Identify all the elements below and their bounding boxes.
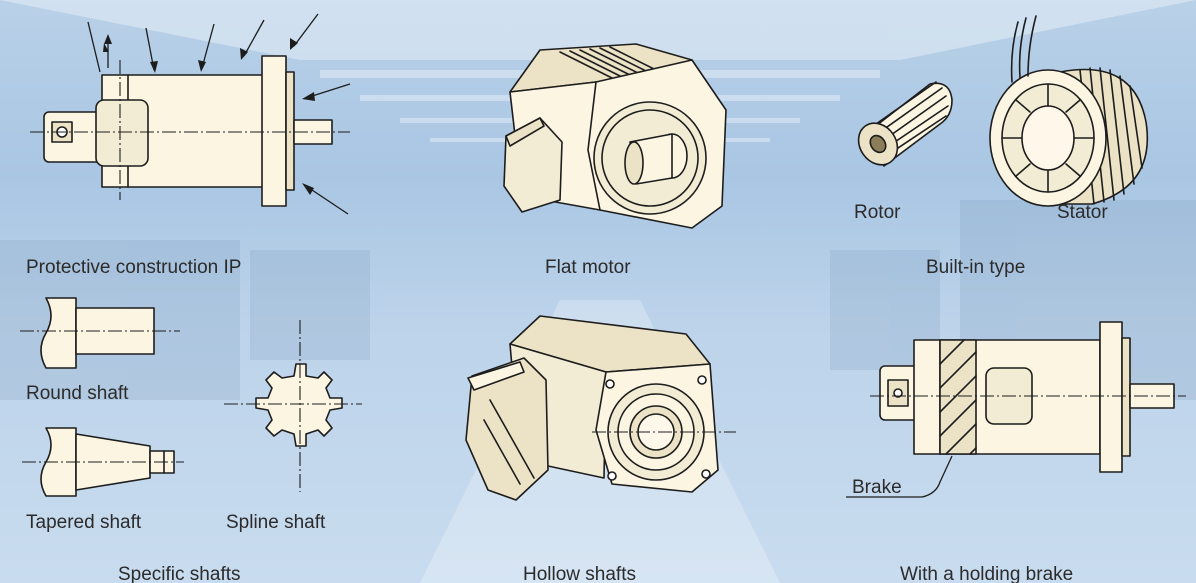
label-flat-motor: Flat motor	[545, 257, 631, 278]
hollow-shaft-drawing	[465, 315, 736, 501]
round-shaft-drawing	[20, 297, 180, 369]
label-specific-shafts: Specific shafts	[118, 564, 241, 583]
label-round-shaft: Round shaft	[26, 383, 129, 404]
holding-brake-motor-drawing	[846, 321, 1186, 498]
label-stator: Stator	[1057, 202, 1108, 223]
label-with-holding-brake: With a holding brake	[900, 564, 1074, 583]
label-tapered-shaft: Tapered shaft	[26, 512, 142, 533]
stator-drawing	[989, 15, 1149, 207]
label-protective-construction-ip: Protective construction IP	[26, 257, 242, 278]
ip-motor-drawing	[30, 13, 351, 215]
label-brake: Brake	[852, 477, 902, 498]
tapered-shaft-drawing	[22, 427, 184, 497]
spline-shaft-drawing	[224, 320, 362, 492]
label-spline-shaft: Spline shaft	[226, 512, 326, 533]
rotor-drawing	[857, 81, 953, 167]
label-hollow-shafts: Hollow shafts	[523, 564, 636, 583]
label-rotor: Rotor	[854, 202, 901, 223]
flat-motor-drawing	[503, 43, 727, 229]
label-built-in-type: Built-in type	[926, 257, 1026, 278]
